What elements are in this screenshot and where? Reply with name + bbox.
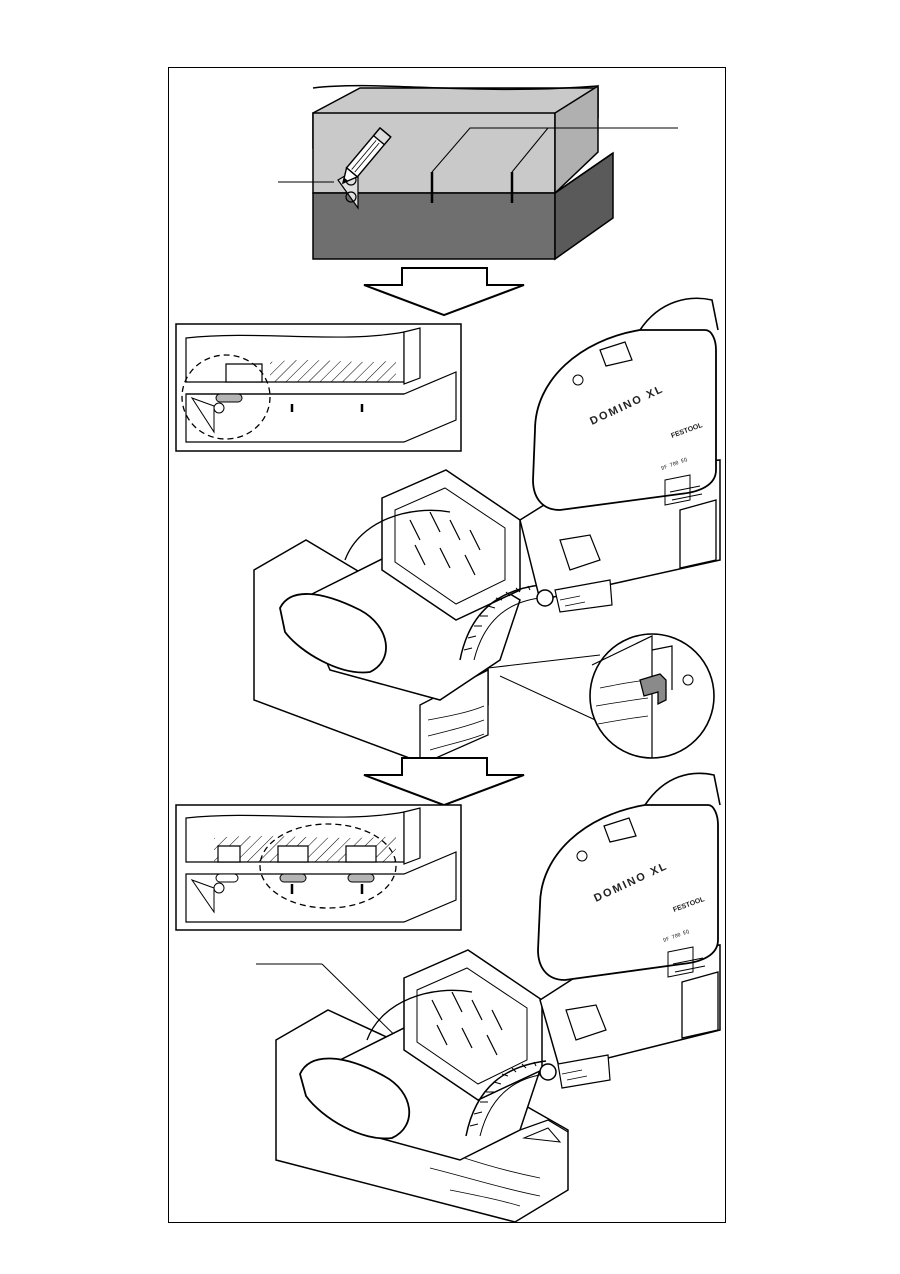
inset-further-cuts	[175, 804, 462, 931]
inset-first-cut	[175, 323, 462, 452]
stop-lever	[639, 673, 667, 706]
front-handle-1	[279, 593, 387, 674]
lower-block-front	[312, 192, 556, 260]
page-frame	[168, 67, 726, 1223]
front-handle-2	[299, 1057, 410, 1140]
pencil-icon	[341, 127, 392, 185]
motor-housing-2	[537, 804, 719, 981]
down-arrow-icon	[363, 757, 525, 807]
domino-joiner-machine-1: DOMINO XL FESTOOL DF 700 EQ	[253, 297, 721, 766]
callout-line-marks	[431, 127, 678, 173]
down-arrow-icon	[363, 267, 525, 317]
step1-marked-workpieces	[278, 84, 678, 261]
lens-magnifier-icon	[589, 633, 715, 759]
domino-joiner-machine-2: DOMINO XL FESTOOL DF 700 EQ	[256, 772, 721, 1223]
